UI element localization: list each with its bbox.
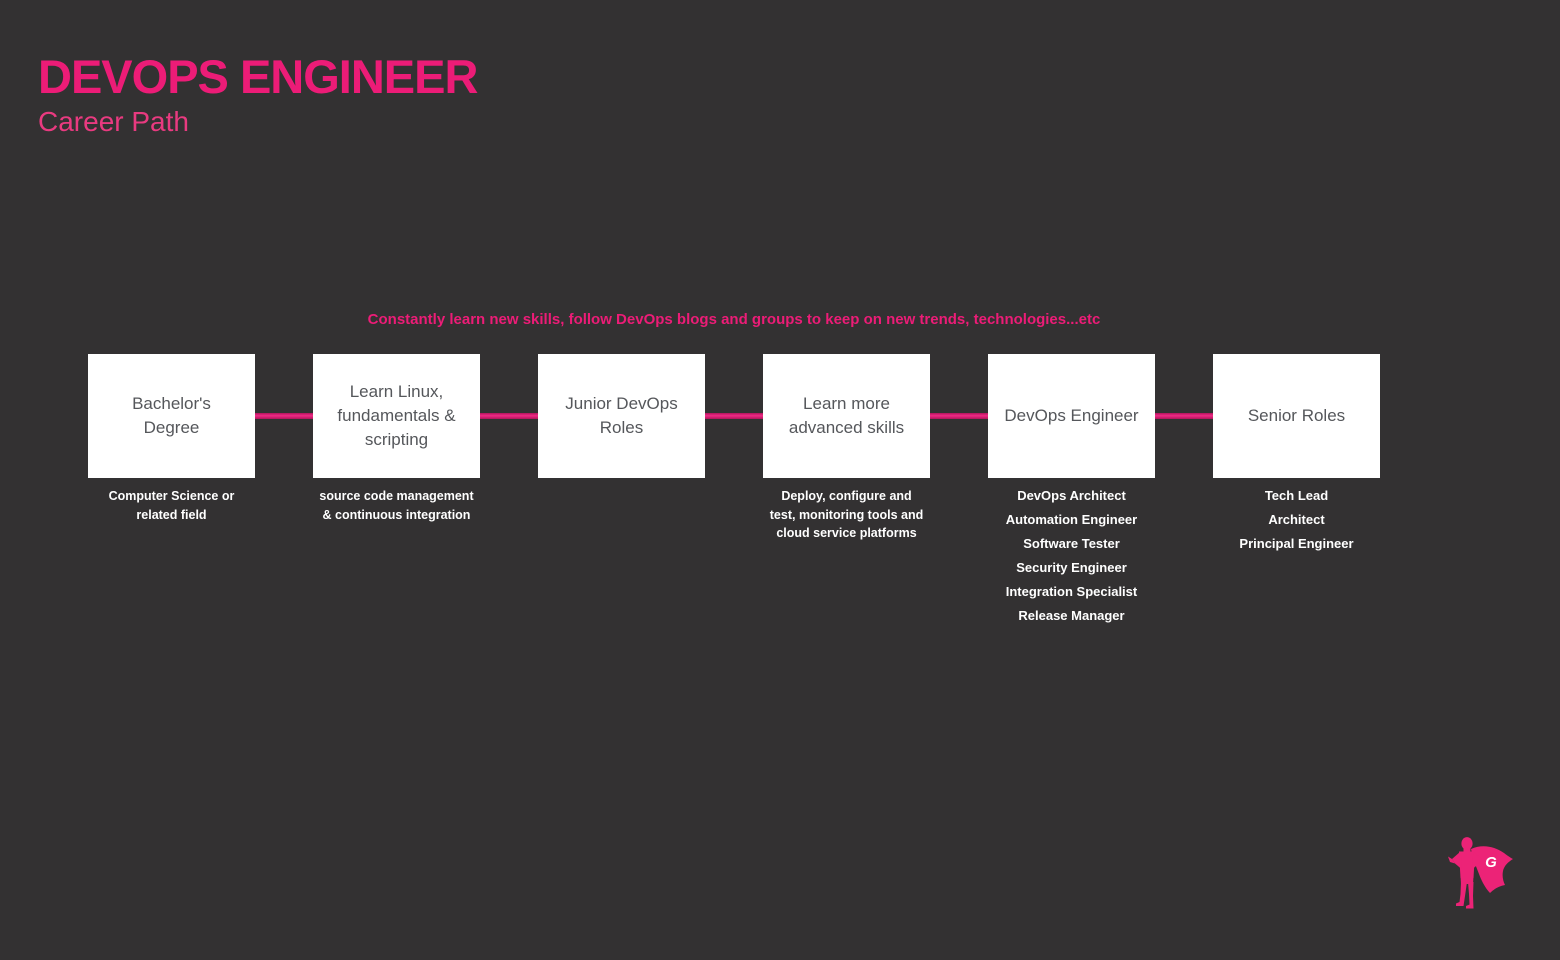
- step-learn-advanced-skills: Learn more advanced skills Deploy, confi…: [734, 354, 959, 628]
- step-caption: Computer Science or related field: [108, 489, 235, 522]
- step-junior-devops-roles: Junior DevOps Roles: [509, 354, 734, 628]
- step-box: Junior DevOps Roles: [538, 354, 705, 478]
- superhero-logo-icon: G: [1442, 834, 1518, 918]
- step-box: Learn Linux, fundamentals & scripting: [313, 354, 480, 478]
- page-subtitle: Career Path: [38, 106, 189, 138]
- step-roles-list: Tech Lead Architect Principal Engineer: [1239, 488, 1354, 551]
- step-caption: Deploy, configure and test, monitoring t…: [769, 489, 924, 540]
- path-annotation: Constantly learn new skills, follow DevO…: [367, 311, 1101, 328]
- page-title: DEVOPS ENGINEER: [38, 50, 478, 103]
- career-path-diagram: Bachelor's Degree Computer Science or re…: [59, 354, 1409, 628]
- step-title: Learn more advanced skills: [788, 394, 905, 437]
- step-senior-roles: Senior Roles Tech Lead Architect Princip…: [1184, 354, 1409, 628]
- step-title: DevOps Engineer: [1004, 406, 1139, 425]
- step-box: DevOps Engineer: [988, 354, 1155, 478]
- step-box: Senior Roles: [1213, 354, 1380, 478]
- logo-letter: G: [1485, 854, 1497, 871]
- step-bachelors-degree: Bachelor's Degree Computer Science or re…: [59, 354, 284, 628]
- career-path-steps: Bachelor's Degree Computer Science or re…: [59, 354, 1409, 628]
- step-title: Bachelor's Degree: [132, 394, 211, 437]
- step-box: Bachelor's Degree: [88, 354, 255, 478]
- step-box: Learn more advanced skills: [763, 354, 930, 478]
- step-devops-engineer: DevOps Engineer DevOps Architect Automat…: [959, 354, 1184, 628]
- step-learn-linux-fundamentals: Learn Linux, fundamentals & scripting so…: [284, 354, 509, 628]
- step-title: Learn Linux, fundamentals & scripting: [337, 382, 456, 449]
- step-title: Senior Roles: [1247, 406, 1346, 425]
- step-roles-list: DevOps Architect Automation Engineer Sof…: [1005, 488, 1138, 623]
- step-caption: source code management & continuous inte…: [319, 489, 474, 522]
- path-connector-line: [171, 413, 1297, 419]
- header: DEVOPS ENGINEER Career Path: [38, 50, 478, 138]
- step-title: Junior DevOps Roles: [565, 394, 678, 437]
